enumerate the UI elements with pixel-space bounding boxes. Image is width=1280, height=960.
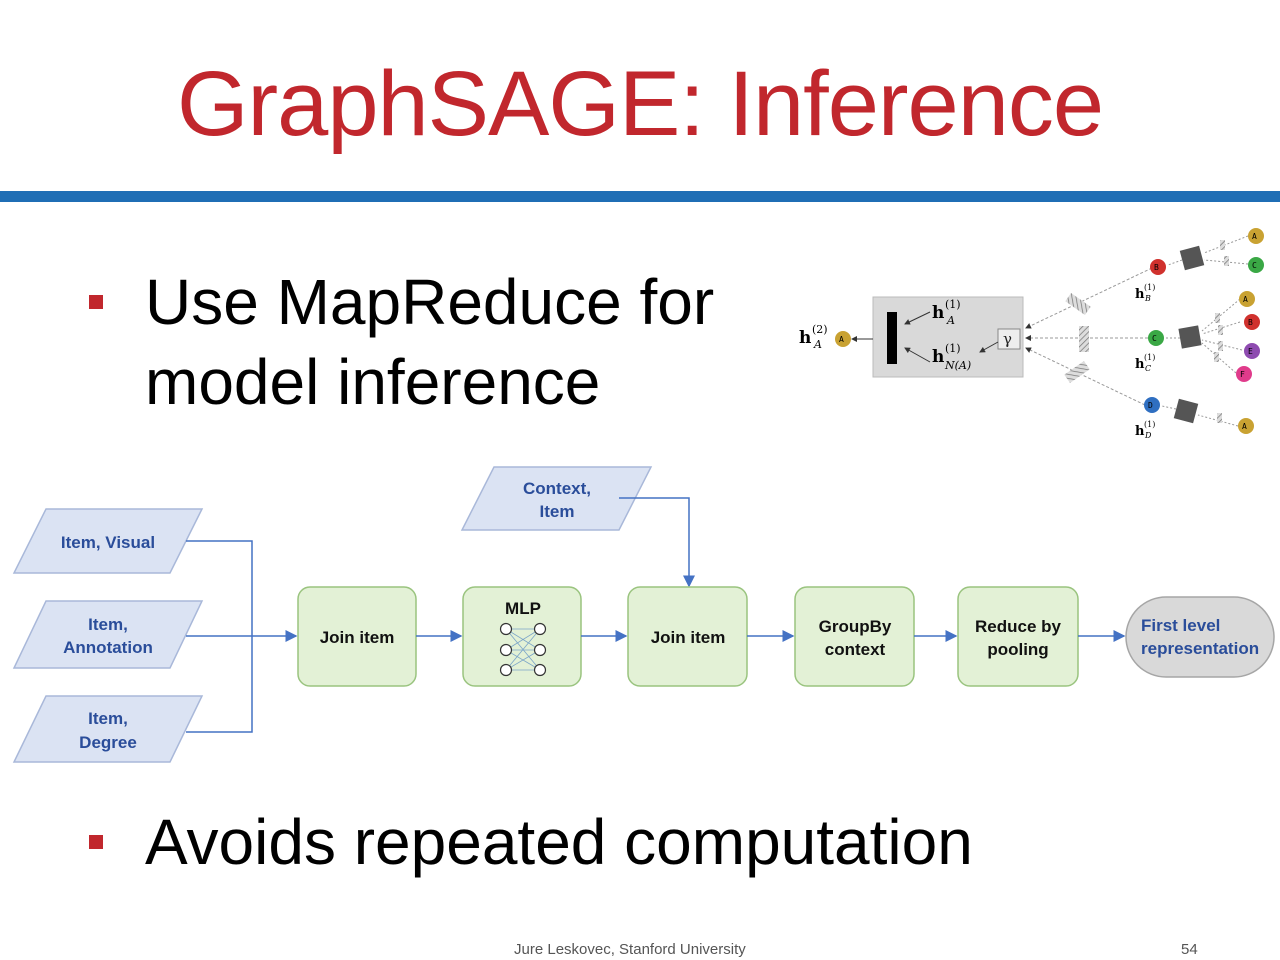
first-level-representation-box — [1125, 596, 1275, 678]
node-c — [1148, 330, 1164, 346]
first-level-representation-line2: representation — [1141, 639, 1259, 658]
node-d-child-a — [1238, 418, 1254, 434]
aggregator-c — [1178, 325, 1202, 349]
node-c-child-b — [1244, 314, 1260, 330]
concat-bar — [887, 312, 897, 364]
input-item-annotation-line1: Item, — [88, 615, 128, 634]
node-b — [1150, 259, 1166, 275]
title-rule — [0, 191, 1280, 202]
arrow-context-to-join2 — [619, 497, 695, 588]
node-c-child-a-label: A — [1243, 295, 1248, 304]
mlp-neurons — [499, 622, 547, 677]
aggregator-d — [1173, 398, 1199, 424]
node-c-child-e — [1244, 343, 1260, 359]
weight-block-c — [1079, 326, 1089, 352]
h-d1-sub: D — [1144, 431, 1152, 440]
node-b-label: B — [1154, 263, 1159, 272]
node-a-root-label: A — [839, 335, 844, 344]
h-a2-sub: A — [813, 338, 822, 351]
h-na1-sup: (1) — [945, 342, 961, 355]
input-context-item-line1: Context, — [523, 479, 591, 498]
groupby-context-box — [794, 586, 915, 687]
aggregator-box — [872, 296, 1024, 378]
h-a2-label: h — [799, 328, 811, 348]
node-b-child-c-label: C — [1252, 261, 1257, 270]
bullet-1-line-1: Use MapReduce for — [145, 266, 715, 338]
node-d-child-a-label: A — [1242, 422, 1247, 431]
groupby-context-line1: GroupBy — [819, 617, 892, 636]
weight-block-b — [1065, 293, 1091, 315]
node-c-child-e-label: E — [1248, 347, 1253, 356]
node-b-child-c — [1248, 257, 1264, 273]
weight-block-d — [1064, 361, 1090, 383]
mlp-box-label: MLP — [505, 599, 541, 618]
mapreduce-flowchart: Item, Visual Item, Annotation Item, Degr… — [12, 466, 1275, 763]
h-c1-label: h — [1135, 357, 1145, 372]
footer-page-number: 54 — [1181, 941, 1198, 958]
h-a1-sup: (1) — [945, 298, 961, 311]
h-na1-sub: N(A) — [944, 359, 971, 372]
node-c-child-f — [1236, 366, 1252, 382]
mlp-network-icon — [505, 628, 541, 671]
join-item-box-1-label: Join item — [320, 628, 395, 647]
input-item-degree-line1: Item, — [88, 709, 128, 728]
node-c-child-a — [1239, 291, 1255, 307]
input-context-item — [460, 466, 653, 531]
h-d1-sup: (1) — [1144, 420, 1155, 429]
groupby-context-line2: context — [825, 640, 886, 659]
h-c1-sub: C — [1145, 364, 1151, 373]
footer-author: Jure Leskovec, Stanford University — [514, 941, 746, 958]
input-item-degree-line2: Degree — [79, 733, 137, 752]
h-na1-label: h — [932, 347, 944, 367]
bullet-marker-1 — [89, 295, 103, 309]
node-c-child-f-label: F — [1240, 370, 1245, 379]
gamma-box — [997, 328, 1021, 350]
h-c1-sup: (1) — [1144, 353, 1155, 362]
bullet-1-line-2: model inference — [145, 346, 601, 418]
bullet-2-line-1: Avoids repeated computation — [145, 806, 973, 878]
aggregator-b — [1179, 245, 1205, 271]
node-d — [1144, 397, 1160, 413]
h-d1-label: h — [1135, 424, 1145, 439]
first-level-representation-line1: First level — [1141, 616, 1220, 635]
node-c-child-b-label: B — [1248, 318, 1253, 327]
node-b-child-a — [1248, 228, 1264, 244]
input-item-degree — [12, 695, 204, 763]
node-d-label: D — [1148, 401, 1153, 410]
h-b1-label: h — [1135, 287, 1145, 302]
graphsage-aggregation-figure: γ h (1) A h (1) N(A) h (2) A A B A C h (… — [799, 228, 1264, 440]
gamma-label: γ — [1003, 330, 1012, 348]
reduce-pooling-line1: Reduce by — [975, 617, 1062, 636]
h-a2-sup: (2) — [812, 323, 828, 336]
input-context-item-line2: Item — [540, 502, 575, 521]
input-item-annotation-line2: Annotation — [63, 638, 153, 657]
node-c-label: C — [1152, 334, 1157, 343]
h-a1-label: h — [932, 303, 944, 323]
input-item-visual — [12, 508, 204, 574]
reduce-pooling-box — [957, 586, 1079, 687]
input-item-visual-label: Item, Visual — [61, 533, 155, 552]
h-b1-sup: (1) — [1144, 283, 1155, 292]
h-a1-sub: A — [946, 314, 955, 327]
bullet-marker-2 — [89, 835, 103, 849]
input-item-annotation — [12, 600, 204, 669]
slide-title: GraphSAGE: Inference — [176, 53, 1104, 155]
h-b1-sub: B — [1144, 294, 1151, 303]
node-a-root — [835, 331, 851, 347]
node-b-child-a-label: A — [1252, 232, 1257, 241]
reduce-pooling-line2: pooling — [987, 640, 1048, 659]
join-item-box-2-label: Join item — [651, 628, 726, 647]
